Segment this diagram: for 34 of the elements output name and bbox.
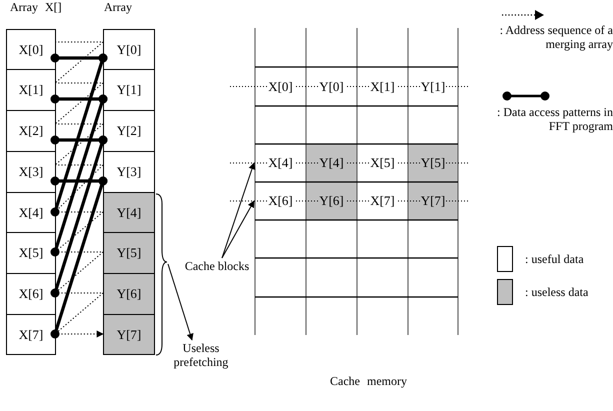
- memory-cell: Y[6]: [306, 182, 357, 220]
- memory-cell: Y[3]: [103, 151, 155, 193]
- memory-cell: X[6]: [6, 273, 56, 315]
- memory-cell: Y[4]: [306, 144, 357, 182]
- column-header: Array X[]: [10, 0, 62, 14]
- memory-cell: X[0]: [6, 29, 56, 71]
- memory-cell: X[5]: [6, 232, 56, 274]
- legend-text: : useful data: [525, 252, 584, 266]
- memory-cell: Y[1]: [103, 69, 155, 111]
- memory-cell: X[2]: [6, 110, 56, 152]
- caption-label: Cache memory: [330, 374, 407, 388]
- arrow: [222, 200, 254, 258]
- arrow: [222, 162, 256, 258]
- memory-cell: X[3]: [6, 151, 56, 193]
- memory-cell: X[4]: [6, 192, 56, 233]
- access-line: [50, 94, 108, 256]
- memory-cell: Y[6]: [103, 273, 155, 315]
- memory-cell: Y[5]: [103, 232, 155, 274]
- access-line: [50, 54, 108, 216]
- memory-cell: Y[2]: [103, 110, 155, 152]
- legend-text: : useless data: [525, 285, 588, 299]
- legend-text: : Data access patterns in FFT program: [496, 105, 613, 133]
- memory-cell: X[1]: [6, 69, 56, 111]
- access-line: [50, 136, 108, 298]
- memory-cell: Y[7]: [103, 314, 155, 355]
- arrow: [168, 264, 194, 341]
- memory-cell: Y[4]: [103, 192, 155, 233]
- memory-cell: X[7]: [6, 314, 56, 355]
- access-line: [50, 176, 108, 338]
- column-header: Array: [104, 0, 132, 14]
- memory-cell: Y[7]: [408, 182, 458, 220]
- memory-cell: Y[5]: [408, 144, 458, 182]
- memory-cell: Y[0]: [103, 29, 155, 71]
- legend-text: : Address sequence of a merging array: [498, 23, 613, 51]
